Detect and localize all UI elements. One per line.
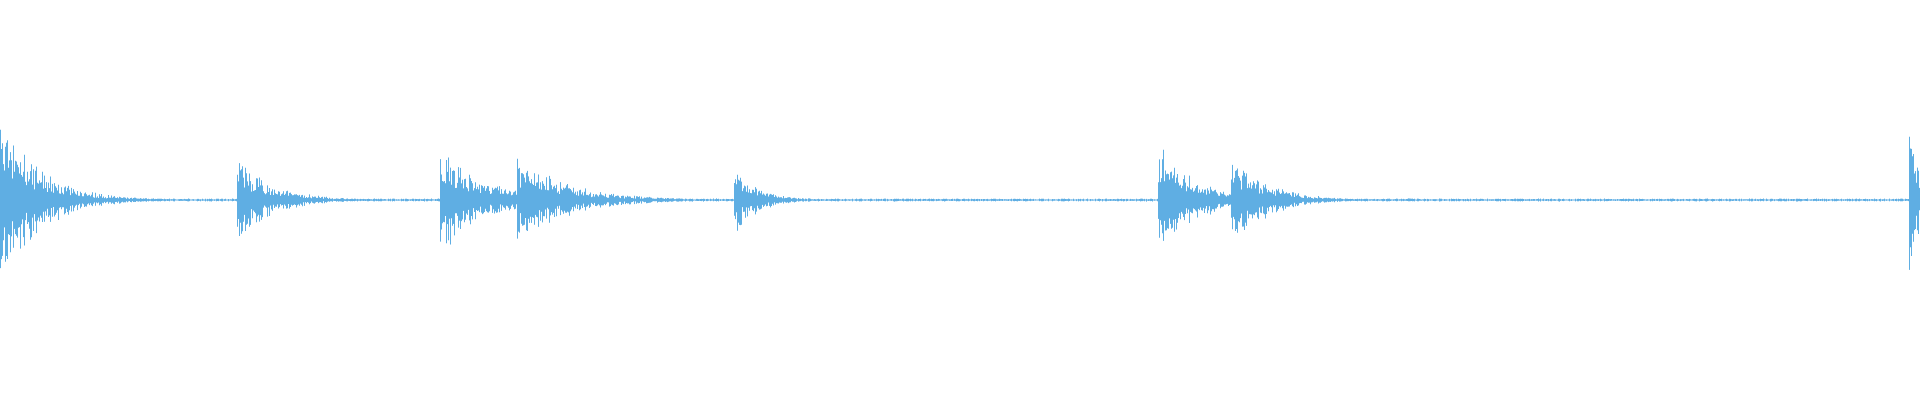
waveform-graphic[interactable] xyxy=(0,0,1920,400)
audio-waveform[interactable] xyxy=(0,0,1920,400)
